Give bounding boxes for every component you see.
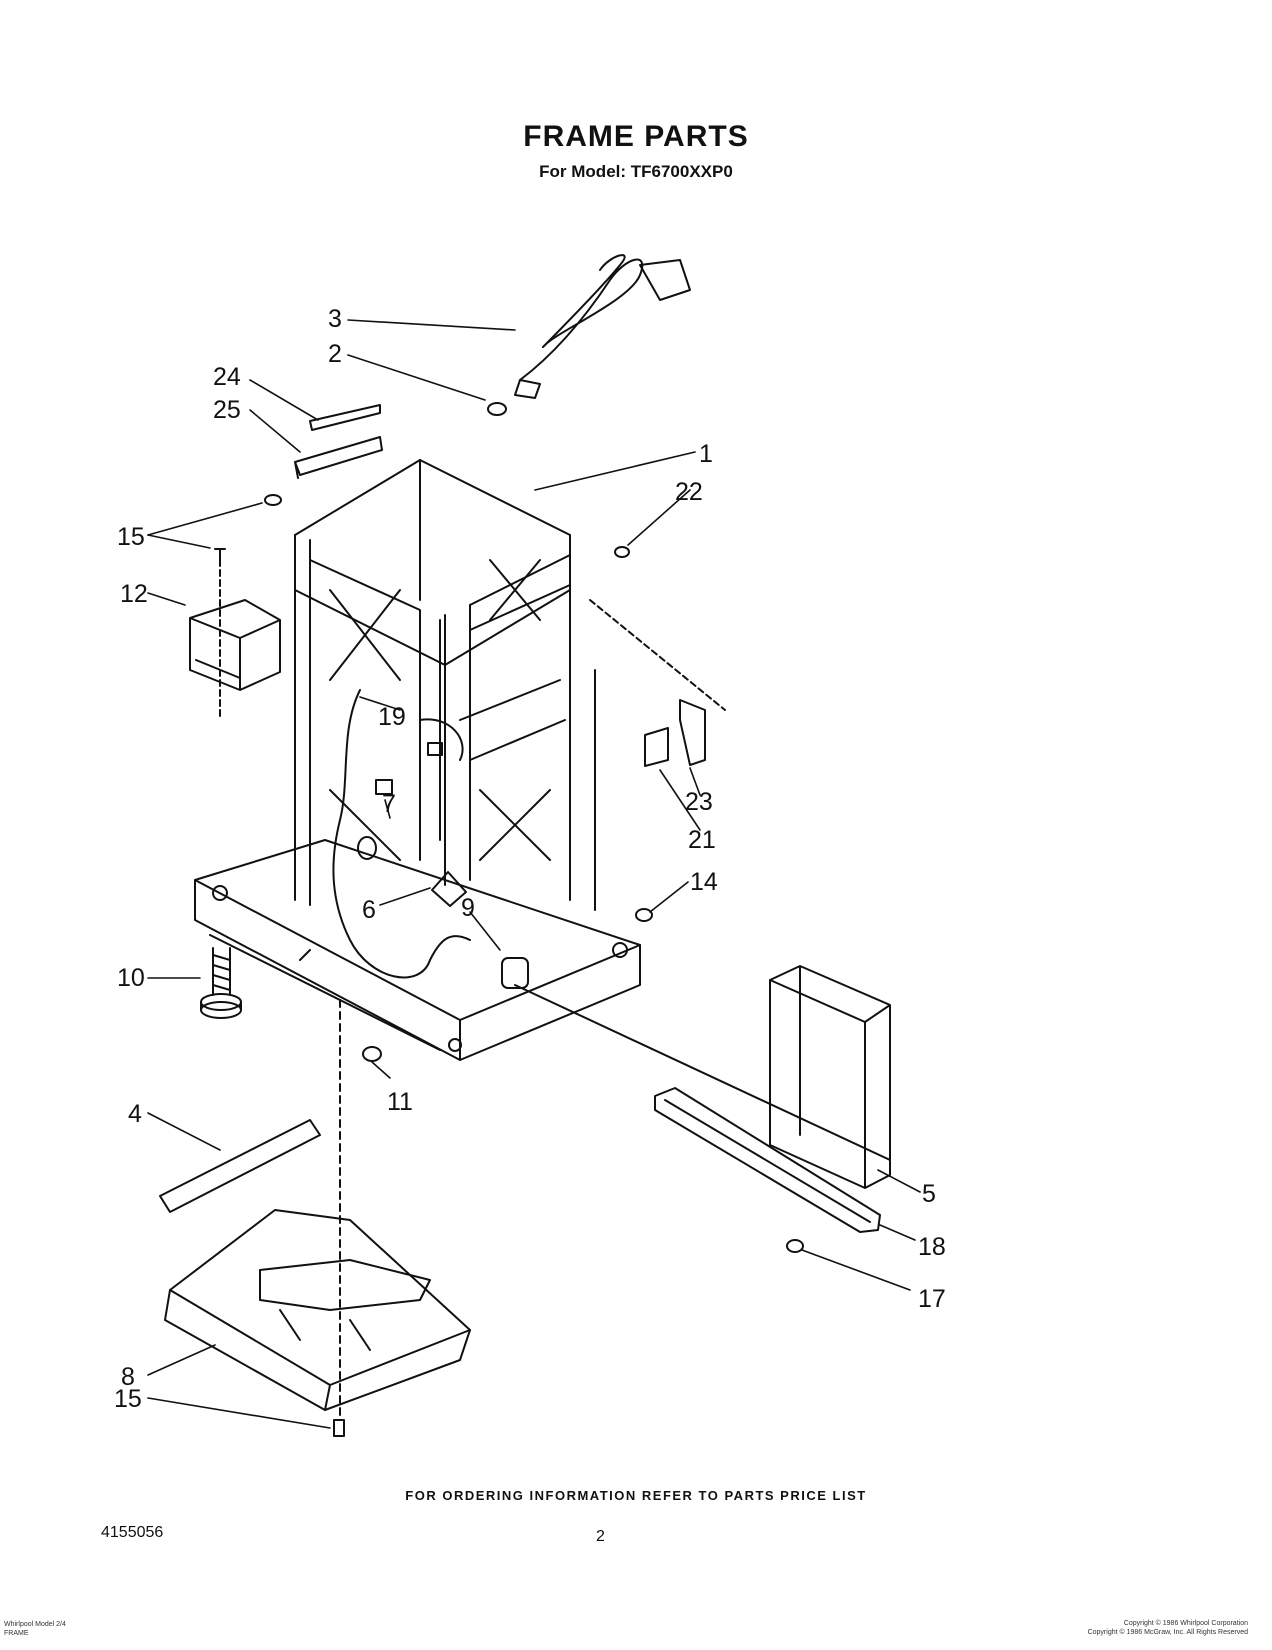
callout-23: 23 xyxy=(685,788,713,816)
callout-14: 14 xyxy=(690,868,718,896)
base-pan-part-8 xyxy=(164,1209,471,1411)
callout-22: 22 xyxy=(675,478,703,506)
callout-21: 21 xyxy=(688,826,716,854)
screw-part-17 xyxy=(786,1239,804,1253)
wiring-harness-part-19 xyxy=(332,689,471,979)
model-subtitle: For Model: TF6700XXP0 xyxy=(539,162,733,181)
power-cord-part xyxy=(514,254,691,399)
screw-part-22 xyxy=(614,546,630,558)
bracket-part-12 xyxy=(189,599,281,691)
page-number: 2 xyxy=(596,1528,605,1545)
nut-part-11 xyxy=(362,1046,382,1062)
connector-part xyxy=(427,742,443,756)
callout-3: 3 xyxy=(328,305,342,333)
callout-11: 11 xyxy=(387,1088,413,1116)
callout-5: 5 xyxy=(922,1180,936,1208)
callout-17: 17 xyxy=(918,1285,946,1313)
rail-part-18 xyxy=(654,1087,881,1233)
panel-part-5 xyxy=(769,965,891,1189)
page-title: FRAME PARTS xyxy=(523,120,749,153)
document-number: 4155056 xyxy=(101,1524,164,1541)
callout-15-bottom: 15 xyxy=(114,1385,142,1413)
leveling-foot-part-10 xyxy=(200,947,242,1019)
switch-part-7 xyxy=(375,779,393,795)
corner-left-note: Whirlpool Model 2/4 FRAME xyxy=(4,1621,66,1637)
callout-19: 19 xyxy=(378,703,406,731)
callout-12: 12 xyxy=(120,580,148,608)
callout-8: 8 xyxy=(121,1363,135,1391)
motor-part-9 xyxy=(501,957,529,989)
callout-2: 2 xyxy=(328,340,342,368)
copyright-note: Copyright © 1986 Whirlpool Corporation C… xyxy=(1087,1620,1248,1636)
filter-strip-part-4 xyxy=(159,1119,321,1213)
cabinet-frame-part-1 xyxy=(194,459,641,1061)
callout-25: 25 xyxy=(213,396,241,424)
screw-part-15-side xyxy=(214,548,226,561)
callout-4: 4 xyxy=(128,1100,142,1128)
ordering-info-note: FOR ORDERING INFORMATION REFER TO PARTS … xyxy=(405,1488,867,1503)
callout-24: 24 xyxy=(213,363,241,391)
screw-part-15-top xyxy=(264,494,282,506)
screw-part-15-bottom xyxy=(333,1419,345,1437)
callout-18: 18 xyxy=(918,1233,946,1261)
nut-part-14 xyxy=(635,908,653,922)
callout-15-top: 15 xyxy=(117,523,145,551)
grommet-part-6 xyxy=(431,871,467,907)
callout-7: 7 xyxy=(382,790,396,818)
callout-1: 1 xyxy=(699,440,713,468)
callout-10: 10 xyxy=(117,964,145,992)
callout-6: 6 xyxy=(362,896,376,924)
screw-part-2 xyxy=(487,402,507,416)
callout-9: 9 xyxy=(461,894,475,922)
handle-part-24 xyxy=(309,404,381,431)
switch-part-23 xyxy=(679,699,706,766)
bracket-part-21 xyxy=(644,727,669,767)
trim-part-25 xyxy=(294,436,383,479)
